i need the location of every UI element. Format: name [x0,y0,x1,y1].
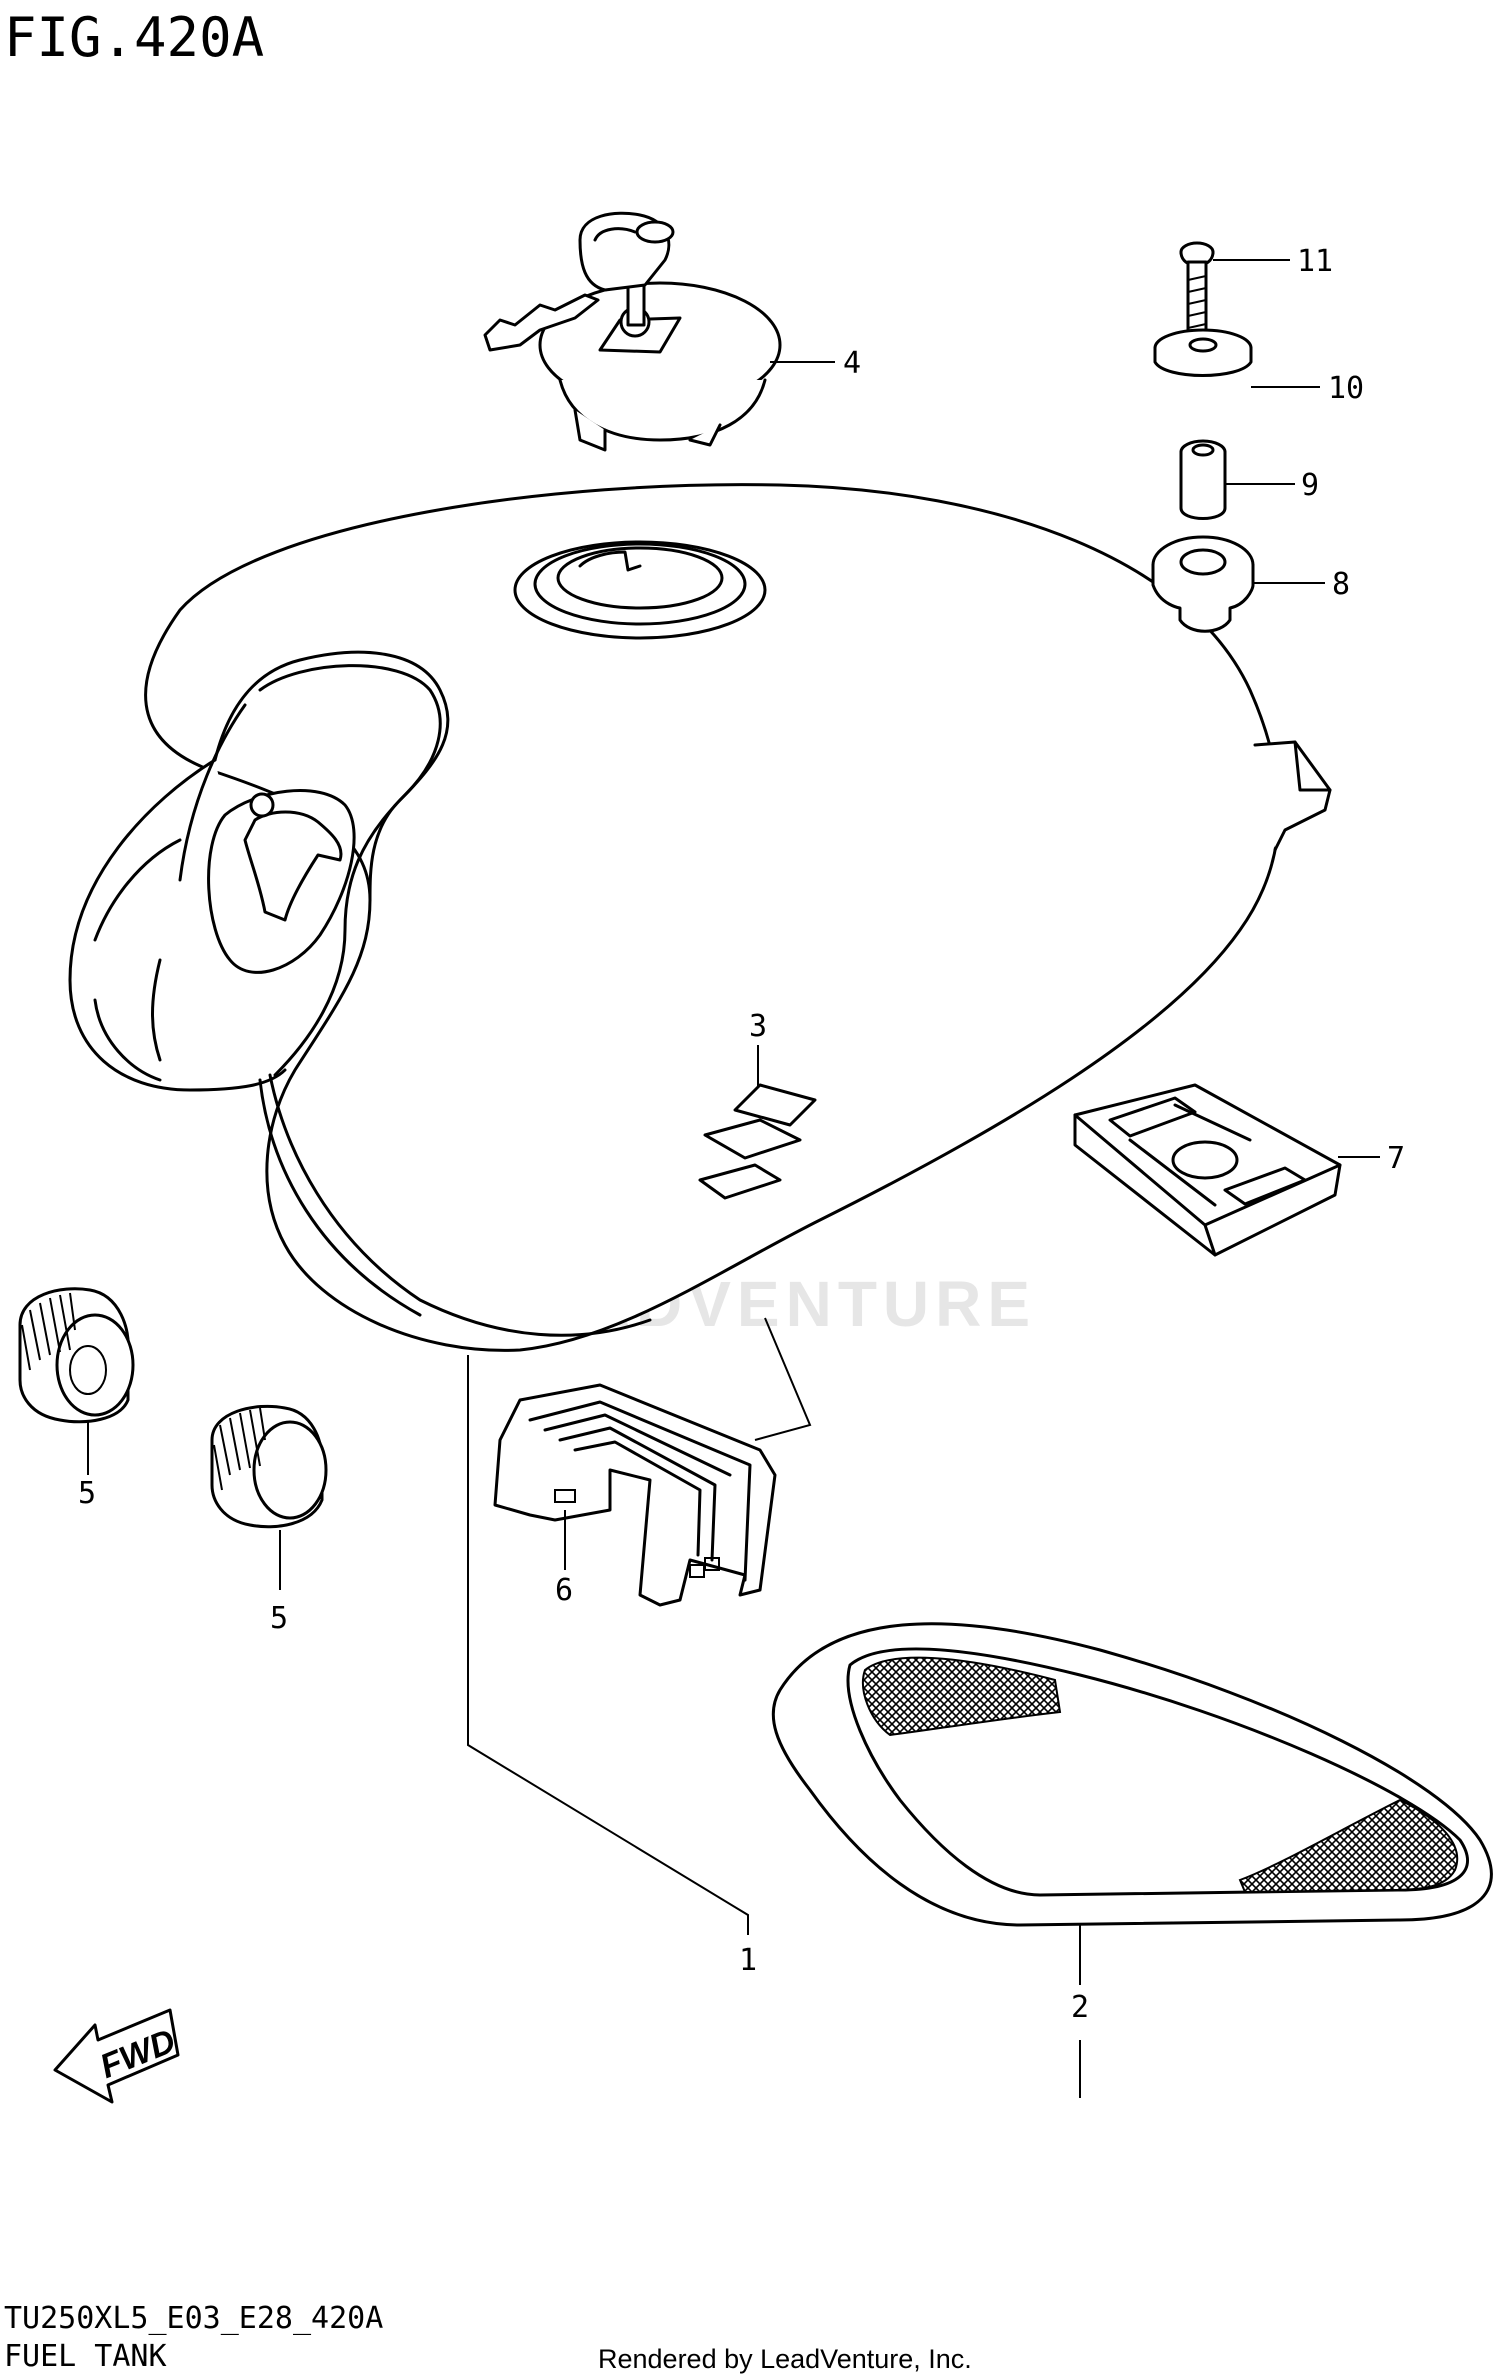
leader-lines [87,259,1380,2098]
rear-cushion-pad-drawing [1073,1083,1342,1257]
fuel-tank-drawing [68,483,1332,1352]
callout-11: 11 [1297,244,1333,279]
callout-7: 7 [1387,1141,1405,1176]
cushion-left-drawing [18,1287,135,1424]
callout-5-left: 5 [78,1476,96,1511]
callout-1: 1 [739,1943,757,1978]
callout-2: 2 [1071,1990,1089,2025]
callout-3: 3 [749,1009,767,1044]
bolt-stack-drawing [1151,241,1255,633]
fuel-cap-drawing [483,211,782,452]
figure-title: FIG.420A [4,6,264,69]
callout-10: 10 [1328,371,1364,406]
rendered-by: Rendered by LeadVenture, Inc. [598,2344,972,2374]
model-code: TU250XL5_E03_E28_420A [4,2301,383,2336]
callout-8: 8 [1332,567,1350,602]
holder-drawing [493,1383,777,1607]
forward-direction-arrow: FWD [53,2008,181,2104]
cushion-right-drawing [210,1404,328,1529]
knee-grip-pad-drawing [771,1622,1493,1927]
callout-5-right: 5 [270,1601,288,1636]
callout-6: 6 [555,1573,573,1608]
callout-4: 4 [843,346,861,381]
tank-emblem-drawing [698,1083,817,1200]
section-name: FUEL TANK [4,2339,167,2374]
callout-9: 9 [1301,468,1319,503]
